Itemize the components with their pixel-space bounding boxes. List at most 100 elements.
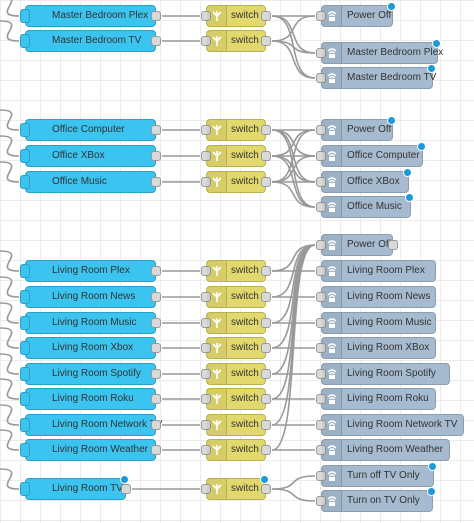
inject-trigger-button[interactable] (20, 418, 30, 432)
wire[interactable] (0, 353, 20, 375)
inject-node[interactable]: Master Bedroom TV (20, 30, 161, 52)
inject-node[interactable]: Living Room Spotify (20, 363, 161, 385)
inject-trigger-button[interactable] (20, 367, 30, 381)
ir-output-node[interactable]: Master Bedroom Plex (316, 39, 443, 64)
ir-output-node[interactable]: Living Room Weather (316, 439, 450, 461)
wire[interactable] (271, 129, 316, 157)
wire[interactable] (0, 20, 20, 42)
output-port[interactable] (261, 125, 271, 135)
wire[interactable] (271, 244, 316, 426)
switch-node[interactable]: switch (201, 171, 271, 193)
inject-node[interactable]: Living Room Xbox (20, 337, 161, 359)
input-port[interactable] (316, 266, 326, 276)
switch-node[interactable]: switch (201, 119, 271, 141)
input-port[interactable] (316, 202, 326, 212)
output-port[interactable] (151, 420, 161, 430)
input-port[interactable] (316, 48, 326, 58)
input-port[interactable] (316, 125, 326, 135)
ir-output-node[interactable]: Living Room Network TV (316, 414, 464, 436)
ir-output-node[interactable]: Office Music (316, 193, 414, 218)
wire[interactable] (0, 378, 20, 400)
input-port[interactable] (201, 445, 211, 455)
wire[interactable] (271, 475, 316, 490)
wire[interactable] (271, 244, 316, 272)
output-port[interactable] (261, 177, 271, 187)
inject-trigger-button[interactable] (20, 392, 30, 406)
ir-output-node[interactable]: Living Room Plex (316, 260, 436, 282)
input-port[interactable] (201, 266, 211, 276)
output-port[interactable] (151, 266, 161, 276)
input-port[interactable] (316, 292, 326, 302)
input-port[interactable] (316, 151, 326, 161)
wire[interactable] (0, 109, 20, 131)
wire[interactable] (271, 244, 316, 375)
inject-trigger-button[interactable] (20, 175, 30, 189)
wire[interactable] (271, 15, 316, 79)
inject-node[interactable]: Living Room Plex (20, 260, 161, 282)
output-port[interactable] (151, 151, 161, 161)
output-port[interactable] (151, 36, 161, 46)
input-port[interactable] (316, 318, 326, 328)
wire[interactable] (0, 161, 20, 183)
wire[interactable] (0, 404, 20, 426)
output-port[interactable] (261, 151, 271, 161)
ir-output-node[interactable]: Power Off (316, 116, 396, 141)
input-port[interactable] (201, 151, 211, 161)
wire[interactable] (0, 276, 20, 298)
switch-node[interactable]: switch (201, 5, 271, 27)
switch-node[interactable]: switch (201, 30, 271, 52)
output-port[interactable] (151, 369, 161, 379)
input-port[interactable] (316, 496, 326, 506)
wire[interactable] (271, 181, 316, 208)
input-port[interactable] (201, 11, 211, 21)
input-port[interactable] (316, 240, 326, 250)
input-port[interactable] (201, 394, 211, 404)
wire[interactable] (271, 129, 316, 208)
ir-output-node[interactable]: Master Bedroom TV (316, 64, 436, 89)
inject-node[interactable]: Office XBox (20, 145, 161, 167)
inject-node[interactable]: Living Room Network TV (20, 414, 162, 436)
ir-output-node[interactable]: Living Room Music (316, 312, 436, 334)
wire[interactable] (0, 0, 20, 17)
ir-output-node[interactable]: Living Room Roku (316, 388, 436, 410)
wire[interactable] (271, 244, 316, 400)
input-port[interactable] (316, 73, 326, 83)
inject-trigger-button[interactable] (20, 316, 30, 330)
input-port[interactable] (201, 177, 211, 187)
inject-node[interactable]: Living Room Music (20, 312, 161, 334)
wire[interactable] (0, 302, 20, 324)
ir-output-node[interactable]: Turn off TV Only (316, 462, 437, 487)
wire[interactable] (271, 129, 316, 183)
switch-node[interactable]: switch (201, 286, 271, 308)
input-port[interactable] (201, 125, 211, 135)
output-port[interactable] (151, 318, 161, 328)
switch-node[interactable]: switch (201, 312, 271, 334)
output-port[interactable] (261, 266, 271, 276)
ir-output-node[interactable]: Living Room News (316, 286, 436, 308)
inject-node[interactable]: Office Music (20, 171, 161, 193)
output-port[interactable] (151, 11, 161, 21)
output-port[interactable] (121, 484, 131, 494)
wire[interactable] (271, 244, 316, 451)
wire[interactable] (0, 429, 20, 451)
ir-output-node[interactable]: Power Off (316, 2, 396, 27)
wire[interactable] (271, 155, 316, 183)
output-port[interactable] (261, 36, 271, 46)
output-port[interactable] (151, 292, 161, 302)
inject-node[interactable]: Living Room News (20, 286, 161, 308)
output-port[interactable] (261, 484, 271, 494)
input-port[interactable] (201, 318, 211, 328)
input-port[interactable] (201, 36, 211, 46)
inject-trigger-button[interactable] (20, 264, 30, 278)
ir-output-node[interactable]: Living Room Spotify (316, 363, 450, 385)
output-port[interactable] (261, 445, 271, 455)
ir-output-node[interactable]: Office XBox (316, 168, 412, 193)
output-port[interactable] (388, 240, 398, 250)
wire[interactable] (0, 135, 20, 157)
wire[interactable] (271, 244, 316, 298)
wire[interactable] (271, 129, 316, 157)
output-port[interactable] (261, 11, 271, 21)
wire[interactable] (0, 327, 20, 349)
wire[interactable] (271, 40, 316, 79)
switch-node[interactable]: switch (201, 439, 271, 461)
